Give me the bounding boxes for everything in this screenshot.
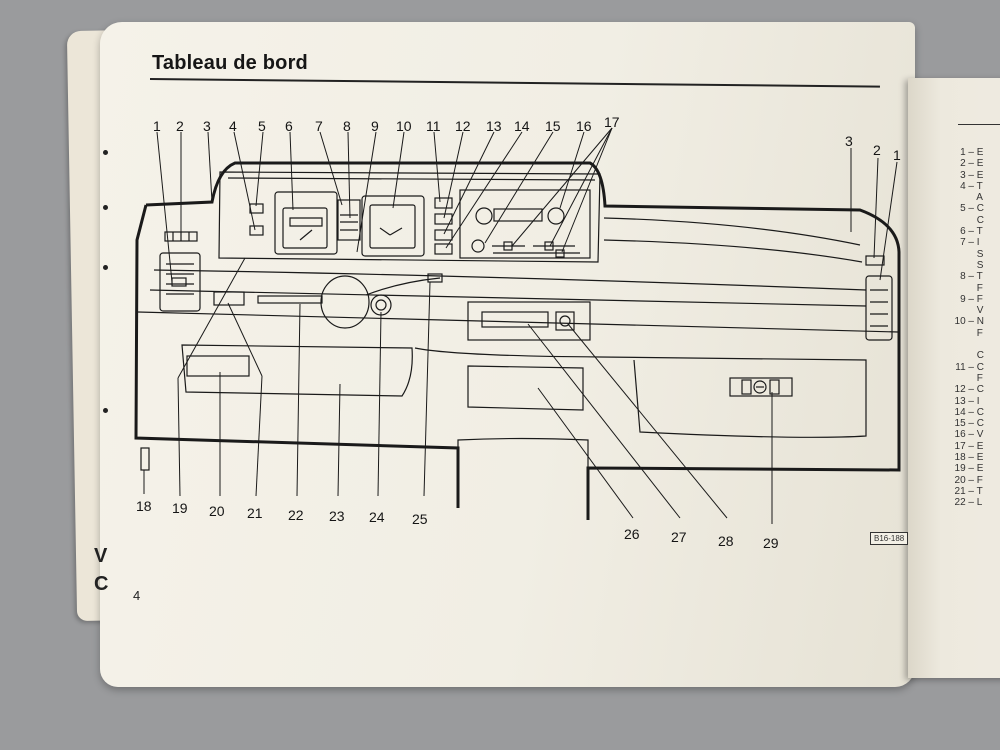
legend-row: 4 – T: [960, 180, 983, 192]
callout-bottom-23: 23: [329, 508, 345, 524]
legend-row: 13 – I: [954, 395, 980, 407]
legend-row: 16 – V: [954, 429, 984, 441]
legend-row: C: [976, 350, 985, 362]
left-page-fragment: C: [94, 573, 109, 595]
legend-row: 17 – E: [954, 440, 984, 452]
legend-row: F: [976, 282, 983, 294]
legend-row: 20 – F: [954, 474, 983, 486]
dashboard-outline: [134, 161, 901, 520]
callout-top-5: 5: [258, 118, 266, 134]
page-number: 4: [133, 588, 141, 603]
callout-top-14: 14: [514, 118, 530, 134]
legend-row: [940, 339, 1000, 350]
legend-row: F: [976, 372, 983, 384]
binding-hole: [103, 205, 108, 210]
callout-bottom-18: 18: [136, 498, 152, 514]
legend-list: 1 – E 2 – E 3 – E 4 – T A 5 – C C 6 – T …: [940, 124, 1000, 509]
binding-hole: [103, 150, 108, 155]
legend-row: 19 – E: [954, 463, 984, 475]
callout-top-15: 15: [545, 118, 561, 134]
legend-row: 10 – N: [954, 316, 985, 328]
legend-row: 1 – E: [960, 147, 984, 158]
legend-row: 3 – E: [960, 169, 984, 181]
legend-row: 8 – T: [960, 271, 983, 283]
callout-top-9: 9: [371, 118, 379, 134]
legend-row: S: [976, 248, 984, 260]
legend-row: 12 – C: [954, 384, 985, 396]
callout-right-1: 1: [893, 147, 901, 163]
callout-top-8: 8: [343, 118, 351, 134]
callout-bottom-28: 28: [718, 533, 734, 549]
callout-bottom-26: 26: [624, 526, 640, 542]
callout-bottom-19: 19: [172, 500, 188, 516]
left-page-fragment: V: [94, 545, 108, 567]
legend-row: V: [976, 305, 984, 317]
reference-code: B16-188: [870, 532, 909, 545]
callout-top-13: 13: [486, 118, 502, 134]
callout-top-11: 11: [426, 118, 441, 134]
legend-row: 22 – L: [954, 497, 983, 509]
legend-row: 15 – C: [954, 418, 985, 430]
legend-row: F: [976, 327, 983, 339]
callout-top-17: 17: [604, 114, 620, 130]
callout-top-2: 2: [176, 118, 184, 134]
callout-top-4: 4: [229, 118, 237, 134]
legend-row: 21 – T: [954, 485, 983, 497]
callout-numbers: 1 2 3 4 5 6 7 8 9 10 11 12 13 14 15 16 1…: [136, 114, 901, 551]
facing-page: [908, 78, 1000, 678]
legend-row: 14 – C: [954, 406, 985, 418]
legend-row: 2 – E: [960, 158, 984, 170]
callout-top-6: 6: [285, 118, 293, 134]
callout-top-16: 16: [576, 118, 592, 134]
legend-row: S: [976, 259, 984, 271]
legend-row: C: [976, 214, 985, 226]
callout-top-7: 7: [315, 118, 323, 134]
callout-right-2: 2: [873, 142, 881, 158]
binding-hole: [103, 408, 108, 413]
callout-top-10: 10: [396, 118, 412, 134]
binding-hole: [103, 265, 108, 270]
legend-row: 7 – I: [960, 237, 980, 249]
legend-row: 6 – T: [960, 226, 983, 238]
callout-top-3: 3: [203, 118, 211, 134]
callout-bottom-25: 25: [412, 511, 428, 527]
callout-top-12: 12: [455, 118, 471, 134]
legend-row: 9 – F: [960, 293, 983, 305]
callout-bottom-22: 22: [288, 507, 304, 523]
callout-bottom-29: 29: [763, 535, 779, 551]
callout-bottom-27: 27: [671, 529, 687, 545]
legend-row: A: [976, 192, 983, 204]
page-title: Tableau de bord: [152, 52, 308, 74]
callout-bottom-20: 20: [209, 503, 225, 519]
callout-right-3: 3: [845, 133, 853, 149]
legend-row: 18 – E: [954, 452, 984, 464]
callout-bottom-24: 24: [369, 509, 385, 525]
callout-top-1: 1: [153, 118, 161, 134]
legend-row: 5 – C: [960, 203, 985, 215]
manual-page: [100, 22, 915, 687]
legend-row: 11 – C: [955, 361, 985, 373]
callout-bottom-21: 21: [247, 505, 263, 521]
leader-lines: [143, 127, 898, 524]
